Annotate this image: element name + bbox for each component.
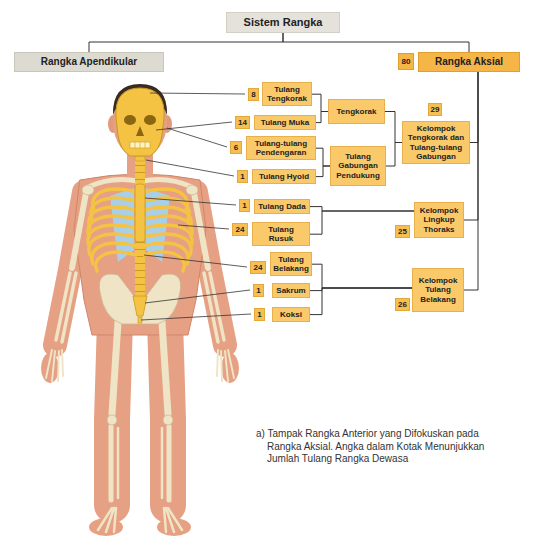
node-label: Tulang Rusuk (256, 225, 306, 243)
connector-line (464, 72, 478, 290)
node-label: 1 (242, 201, 246, 210)
count-box: 6 (230, 141, 242, 154)
node-label: Tengkorak (337, 107, 377, 116)
group-box: Kelompok Tulang Belakang (412, 268, 464, 312)
group-box: Kelompok Tengkorak dan Tulang-tulang Gab… (402, 121, 470, 164)
count-box: 14 (235, 116, 250, 129)
node-label: 1 (240, 172, 244, 181)
node-label: Tulang Dada (258, 202, 305, 211)
category-box: Rangka Apendikular (14, 52, 164, 72)
node-label: 14 (238, 118, 247, 127)
group-box: Tengkorak (328, 99, 385, 124)
count-box: 1 (239, 199, 250, 212)
node-label: 6 (234, 143, 238, 152)
category-box: Rangka Aksial (418, 52, 520, 72)
node-label: Kelompok Lingkup Thoraks (418, 206, 460, 234)
appendicular-joints (82, 185, 198, 425)
connector-line (283, 33, 469, 52)
node-label: Sakrum (276, 286, 305, 295)
bone-box: Sakrum (272, 283, 310, 298)
count-box: 1 (253, 284, 264, 297)
node-label: Rangka Apendikular (41, 56, 137, 68)
node-label: 29 (431, 105, 440, 114)
connector-line (312, 94, 328, 111)
connector-line (310, 207, 414, 211)
leader-lines (141, 93, 251, 320)
node-label: Kelompok Tengkorak dan Tulang-tulang Gab… (406, 124, 466, 161)
connector-line (310, 288, 412, 315)
node-label: Tulang Hyoid (259, 172, 309, 181)
node-label: Rangka Aksial (435, 56, 503, 68)
bone-box: Tulang Tengkorak (262, 82, 312, 106)
count-box: 80 (398, 53, 414, 70)
node-label: 1 (256, 286, 260, 295)
count-box: 1 (254, 308, 265, 321)
connector-line (316, 166, 330, 177)
group-box: Tulang Gabungan Pendukung (330, 146, 386, 186)
bone-box: Tulang Rusuk (252, 222, 310, 246)
node-label: Tulang Muka (261, 118, 309, 127)
count-box: 25 (395, 225, 410, 238)
count-box: 26 (395, 298, 410, 311)
bone-box: Tulang-tulang Pendengaran (246, 136, 316, 160)
node-label: Kelompok Tulang Belakang (416, 276, 460, 304)
node-label: Tulang Gabungan Pendukung (334, 152, 382, 180)
count-box: 29 (428, 103, 442, 116)
connector-line (316, 112, 328, 123)
bone-box: Tulang Belakang (270, 252, 312, 276)
group-box: Kelompok Lingkup Thoraks (414, 202, 464, 238)
bone-box: Tulang Muka (254, 115, 316, 130)
caption-text: a) Tampak Rangka Anterior yang Difokuska… (256, 428, 484, 464)
node-label: 1 (257, 310, 261, 319)
node-label: 25 (398, 227, 407, 236)
bone-box: Tulang Dada (254, 199, 310, 214)
axial-skeleton (88, 88, 192, 323)
node-label: Koksi (280, 310, 302, 319)
node-label: 8 (251, 90, 255, 99)
node-label: 80 (402, 57, 411, 66)
count-box: 1 (237, 170, 248, 183)
bone-box: Koksi (272, 307, 310, 322)
node-label: Tulang-tulang Pendengaran (250, 139, 312, 157)
node-label: Tulang Belakang (273, 255, 309, 273)
connector-line (89, 33, 283, 52)
bone-box: Tulang Hyoid (252, 169, 316, 184)
connector-line (386, 143, 402, 167)
connector-line (470, 72, 478, 143)
connector-line (385, 112, 402, 143)
node-label: Tulang Tengkorak (266, 85, 308, 103)
node-label: 24 (254, 263, 263, 272)
connector-line (312, 264, 412, 288)
figure-caption: a) Tampak Rangka Anterior yang Difokuska… (256, 428, 488, 466)
node-label: Sistem Rangka (244, 16, 323, 29)
node-label: 26 (398, 300, 407, 309)
body-silhouette (41, 84, 239, 536)
node-label: 24 (236, 225, 245, 234)
count-box: 24 (250, 261, 266, 274)
root-box: Sistem Rangka (226, 12, 340, 33)
appendicular-bones (46, 179, 234, 532)
connector-line (316, 148, 330, 166)
count-box: 24 (232, 223, 248, 236)
count-box: 8 (248, 88, 259, 101)
